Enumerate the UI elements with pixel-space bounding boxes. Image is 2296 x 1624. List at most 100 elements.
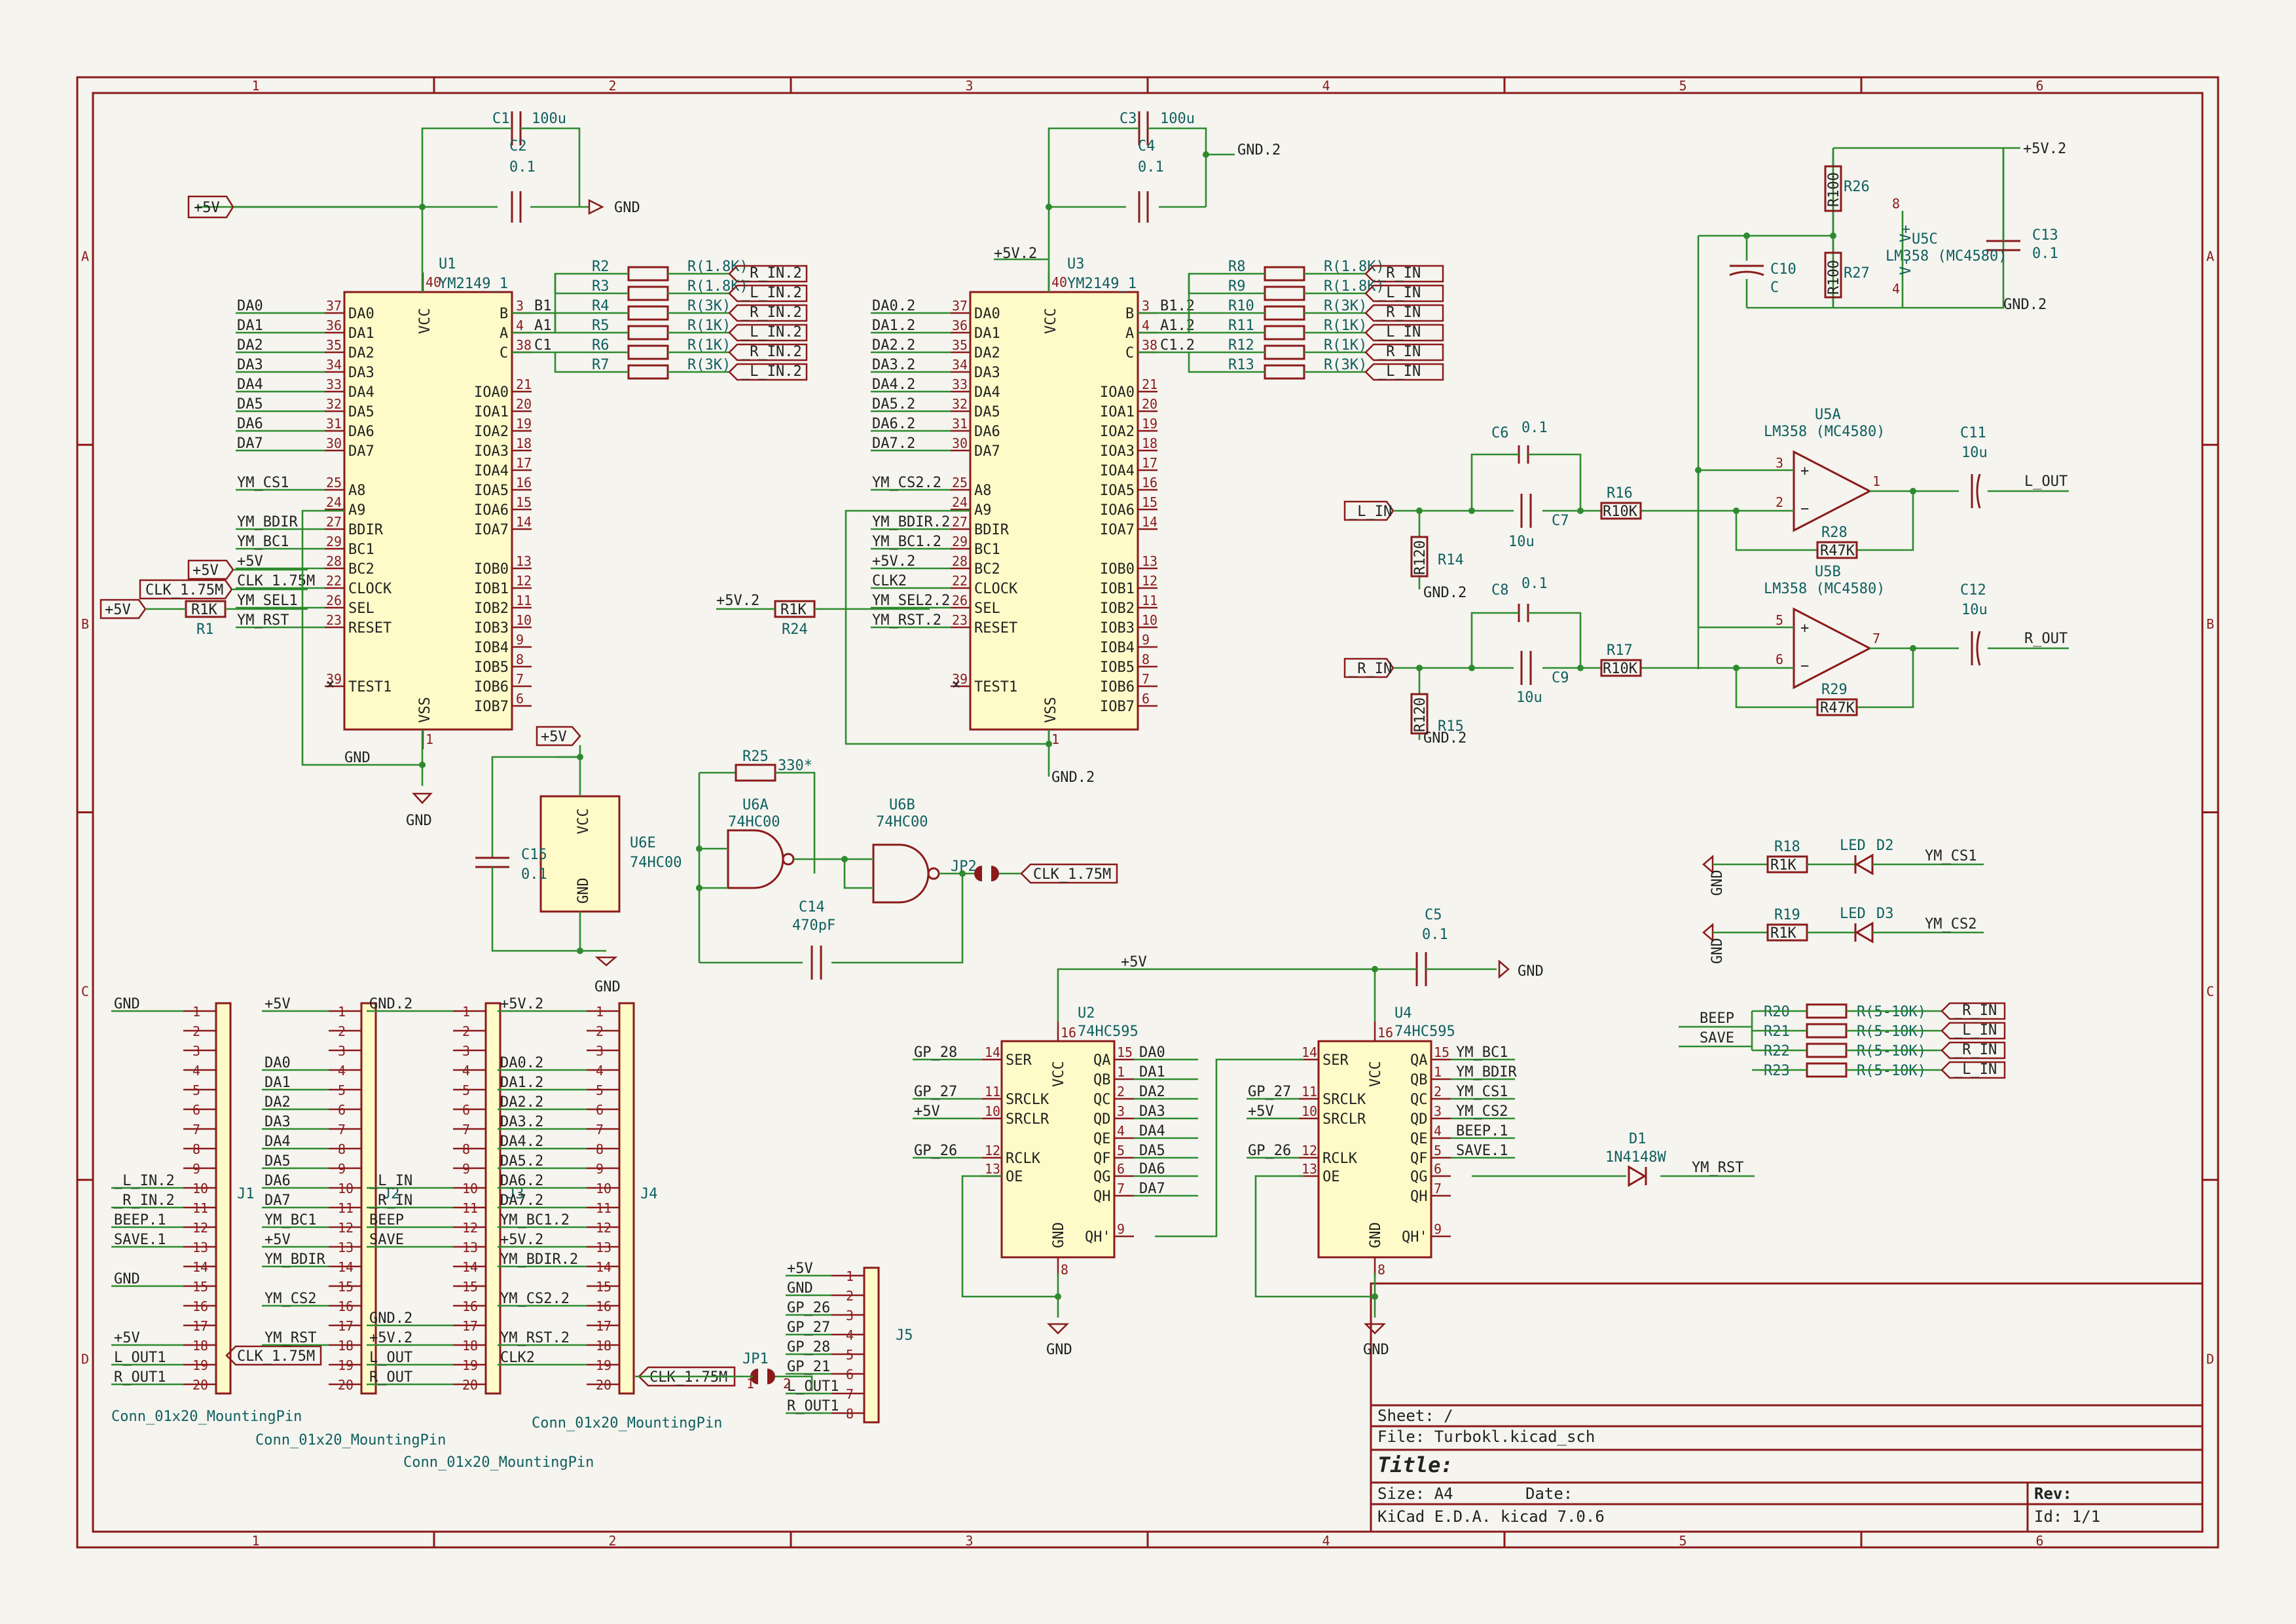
- pin-number: 2: [1117, 1084, 1125, 1099]
- pin-name: B: [500, 306, 508, 322]
- pin-number: 1: [338, 1004, 346, 1020]
- net-label: CLK2: [872, 573, 907, 589]
- svg-text:R120: R120: [1412, 540, 1429, 575]
- resistor-ref: R9: [1228, 278, 1246, 295]
- connector-body: [863, 1266, 880, 1424]
- net-label: +5V: [914, 1103, 940, 1120]
- pin-number: 8: [1377, 1262, 1385, 1278]
- pin-number: 37: [326, 298, 342, 314]
- net-label: DA6: [1139, 1161, 1165, 1177]
- net-flag-label: _R_IN: [1954, 1003, 1997, 1019]
- pin-number: 16: [1061, 1025, 1076, 1041]
- pin-number: 30: [326, 435, 342, 451]
- net-label: DA4: [264, 1134, 291, 1150]
- net-flag: [1364, 363, 1444, 381]
- net-flag: [1364, 265, 1444, 283]
- pin-number: 11: [985, 1084, 1000, 1099]
- title-block: Sheet: / File: Turbokl.kicad_sch Title: …: [1370, 1282, 2204, 1533]
- net-label: _R_IN.2: [114, 1192, 175, 1209]
- pin-number: 1: [462, 1004, 470, 1020]
- net-label: L_OUT: [369, 1350, 412, 1366]
- pin-number: 40: [1051, 274, 1067, 290]
- svg-text:+5V.2: +5V.2: [716, 593, 759, 609]
- net-label: GND.2: [369, 1310, 412, 1327]
- pin-number: 18: [462, 1338, 478, 1354]
- resistor-value: R(1.8K): [687, 259, 748, 275]
- pin-number: 29: [952, 534, 968, 549]
- resistor-ref: R13: [1228, 357, 1254, 373]
- svg-text:C3: C3: [1120, 111, 1137, 127]
- no-connect-mark: ×: [952, 676, 960, 693]
- pin-number: 6: [462, 1102, 470, 1118]
- pin-name: QH: [1410, 1189, 1428, 1205]
- pin-number: 15: [596, 1279, 611, 1295]
- pin-number: 27: [326, 514, 342, 530]
- frame-row-label: A: [2206, 249, 2214, 265]
- pin-number: 6: [596, 1102, 604, 1118]
- svg-text:R29: R29: [1821, 682, 1848, 698]
- net-label: GP_27: [787, 1320, 830, 1336]
- pin-name: SRCLK: [1322, 1092, 1366, 1108]
- pin-number: 16: [1142, 475, 1157, 490]
- pin-number: 6: [338, 1102, 346, 1118]
- net-wire: [554, 274, 576, 295]
- resistor-value: R(3K): [687, 298, 731, 314]
- pin-number: 3: [1142, 298, 1150, 314]
- svg-text:C8: C8: [1491, 582, 1509, 599]
- pin-number: 4: [516, 318, 524, 333]
- svg-text:U5A: U5A: [1815, 407, 1841, 423]
- c2-ref: C2: [509, 138, 527, 155]
- svg-text:U6E: U6E: [630, 835, 656, 851]
- svg-text:4: 4: [1892, 281, 1900, 297]
- svg-text:7: 7: [1872, 631, 1880, 646]
- pin-number: 10: [462, 1181, 478, 1196]
- tb-title: Title:: [1377, 1452, 1453, 1477]
- svg-text:+: +: [1800, 463, 1809, 479]
- net-label: DA2: [264, 1094, 291, 1111]
- net-label: YM_BC1: [1456, 1044, 1508, 1061]
- resistor-value: R1K: [1770, 925, 1796, 942]
- net-flag-label: _R_IN.2: [741, 344, 802, 360]
- pin-number: 3: [192, 1043, 200, 1059]
- net-flag: [1941, 1041, 2006, 1060]
- resistor-body: [1264, 286, 1305, 301]
- net-label: DA7: [264, 1192, 291, 1209]
- resistor-ref: R11: [1228, 318, 1254, 334]
- net-label: CLK2: [500, 1350, 535, 1366]
- pin-name: QE: [1093, 1131, 1111, 1147]
- net-flag-label: _R_IN.2: [741, 265, 802, 282]
- pin-number: 17: [516, 455, 532, 471]
- j2-connector: J21+5V234DA05DA16DA27DA38DA49DA510DA611D…: [255, 996, 446, 1449]
- frame-col-label: 3: [966, 1533, 974, 1549]
- resistor-body: [627, 286, 669, 301]
- net-label: YM_BC1: [264, 1212, 316, 1228]
- tb-rev: Rev:: [2034, 1485, 2072, 1503]
- frame-col-label: 1: [252, 78, 260, 94]
- svg-text:100u: 100u: [1160, 111, 1195, 127]
- svg-text:8: 8: [1892, 196, 1900, 212]
- svg-text:C: C: [1770, 280, 1779, 296]
- pin-name: CLOCK: [348, 581, 392, 597]
- svg-text:VCC: VCC: [575, 808, 592, 834]
- connector-ref: J4: [640, 1186, 658, 1202]
- net-label: DA0: [264, 1055, 291, 1071]
- pin-number: 17: [462, 1318, 478, 1334]
- svg-text:0.1: 0.1: [1138, 159, 1164, 175]
- pin-name: QB: [1093, 1072, 1111, 1088]
- svg-text:2: 2: [783, 1376, 791, 1392]
- pin-number: 13: [1302, 1161, 1317, 1177]
- net-label: L_OUT1: [114, 1350, 166, 1366]
- resistor-body: [1806, 1023, 1848, 1039]
- net-label: +5V.2: [500, 996, 543, 1012]
- pin-name: VSS: [1043, 697, 1059, 723]
- svg-text:+5V: +5V: [1121, 954, 1147, 970]
- pin-name: TEST1: [974, 679, 1017, 695]
- pin-number: 17: [596, 1318, 611, 1334]
- pin-number: 7: [1117, 1181, 1125, 1196]
- j5-connector: J51+5V2GND3GP_264GP_275GP_286GP_217L_OUT…: [786, 1261, 913, 1424]
- pin-name: RCLK: [1006, 1151, 1041, 1167]
- net-label: DA4.2: [872, 377, 915, 393]
- resistor-ref: R5: [592, 318, 610, 334]
- pin-number: 14: [1142, 514, 1157, 530]
